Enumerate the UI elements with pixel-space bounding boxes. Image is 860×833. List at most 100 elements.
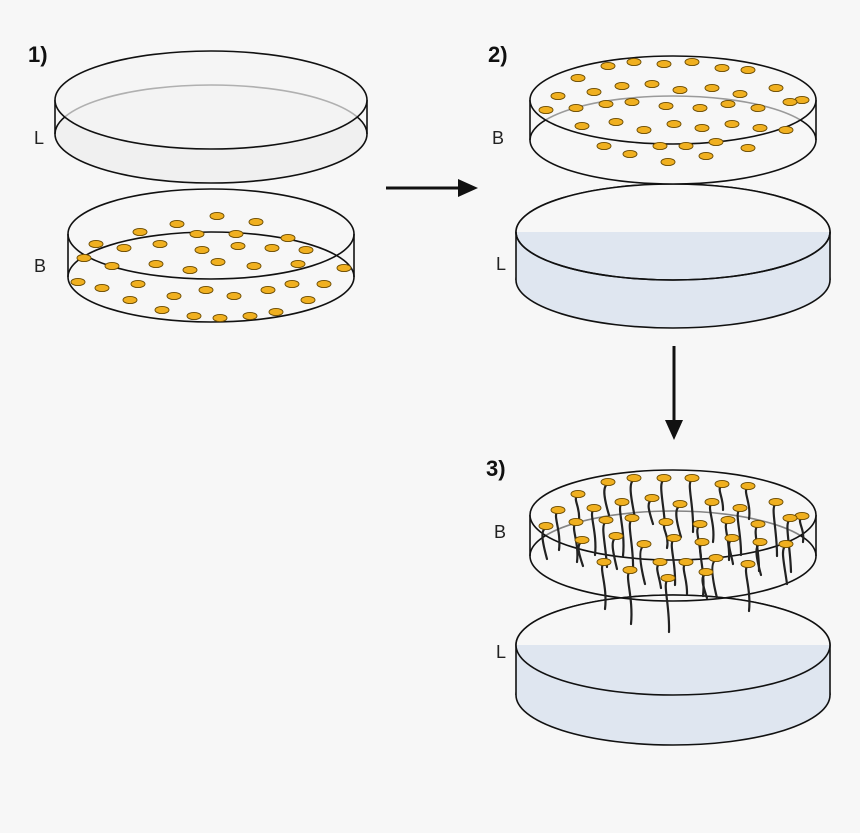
seed-icon bbox=[148, 259, 164, 269]
seed-icon bbox=[672, 85, 688, 95]
step-2-seeds bbox=[538, 57, 810, 167]
seed-icon bbox=[750, 103, 766, 113]
seed-icon bbox=[658, 101, 674, 111]
step-3-base-label: B bbox=[494, 522, 506, 542]
step-3-lid-label: L bbox=[496, 642, 506, 662]
seed-icon bbox=[290, 259, 306, 269]
seed-icon bbox=[209, 211, 225, 221]
seed-icon bbox=[652, 557, 668, 567]
root-icon bbox=[656, 562, 663, 590]
seed-icon bbox=[658, 517, 674, 527]
step-1-base-label: B bbox=[34, 256, 46, 276]
seed-icon bbox=[596, 557, 612, 567]
seed-icon bbox=[316, 279, 332, 289]
seed-icon bbox=[586, 503, 602, 513]
seed-icon bbox=[228, 229, 244, 239]
seed-icon bbox=[154, 305, 170, 315]
seed-icon bbox=[698, 151, 714, 161]
seed-icon bbox=[714, 479, 730, 489]
step-1-seeds bbox=[70, 211, 352, 323]
seed-icon bbox=[644, 79, 660, 89]
seed-icon bbox=[194, 245, 210, 255]
seed-icon bbox=[624, 97, 640, 107]
seed-icon bbox=[230, 241, 246, 251]
seed-icon bbox=[608, 531, 624, 541]
seed-icon bbox=[752, 123, 768, 133]
seed-icon bbox=[598, 515, 614, 525]
seed-icon bbox=[570, 489, 586, 499]
seed-icon bbox=[782, 513, 798, 523]
seed-icon bbox=[652, 141, 668, 151]
seed-icon bbox=[264, 243, 280, 253]
root-icon bbox=[711, 558, 719, 600]
seed-icon bbox=[622, 149, 638, 159]
seed-icon bbox=[692, 519, 708, 529]
seed-icon bbox=[574, 121, 590, 131]
seed-icon bbox=[130, 279, 146, 289]
seed-icon bbox=[550, 505, 566, 515]
step-3-seeds bbox=[538, 473, 810, 583]
seed-icon bbox=[740, 65, 756, 75]
seed-icon bbox=[574, 535, 590, 545]
seed-icon bbox=[708, 137, 724, 147]
seed-icon bbox=[122, 295, 138, 305]
seed-icon bbox=[210, 257, 226, 267]
seed-icon bbox=[76, 253, 92, 263]
seed-icon bbox=[768, 497, 784, 507]
seed-icon bbox=[246, 261, 262, 271]
seed-icon bbox=[586, 87, 602, 97]
seed-icon bbox=[624, 513, 640, 523]
seed-icon bbox=[614, 497, 630, 507]
seed-icon bbox=[248, 217, 264, 227]
seed-icon bbox=[720, 515, 736, 525]
seed-icon bbox=[568, 103, 584, 113]
seed-icon bbox=[732, 89, 748, 99]
seed-icon bbox=[678, 141, 694, 151]
seed-icon bbox=[186, 311, 202, 321]
seed-icon bbox=[660, 157, 676, 167]
seed-icon bbox=[189, 229, 205, 239]
seed-icon bbox=[336, 263, 352, 273]
seed-icon bbox=[94, 283, 110, 293]
arrow-right-icon bbox=[386, 179, 478, 197]
seed-icon bbox=[104, 261, 120, 271]
seed-icon bbox=[212, 313, 228, 323]
seed-icon bbox=[626, 473, 642, 483]
seed-icon bbox=[198, 285, 214, 295]
root-icon bbox=[682, 562, 689, 597]
seed-icon bbox=[132, 227, 148, 237]
step-1-lid bbox=[54, 50, 368, 184]
seed-icon bbox=[740, 481, 756, 491]
seed-icon bbox=[152, 239, 168, 249]
seed-icon bbox=[70, 277, 86, 287]
seed-icon bbox=[750, 519, 766, 529]
seed-icon bbox=[724, 533, 740, 543]
seed-icon bbox=[778, 539, 794, 549]
seed-icon bbox=[636, 125, 652, 135]
seed-icon bbox=[608, 117, 624, 127]
seed-icon bbox=[694, 123, 710, 133]
step-3-number: 3) bbox=[486, 456, 506, 481]
seed-icon bbox=[626, 57, 642, 67]
seed-icon bbox=[752, 537, 768, 547]
seed-icon bbox=[740, 143, 756, 153]
step-2-number: 2) bbox=[488, 42, 508, 67]
seed-icon bbox=[268, 307, 284, 317]
seed-icon bbox=[656, 473, 672, 483]
seed-icon bbox=[260, 285, 276, 295]
step-2-lid-label: L bbox=[496, 254, 506, 274]
seed-icon bbox=[644, 493, 660, 503]
step-2-lid-dish bbox=[515, 183, 831, 329]
seed-icon bbox=[684, 57, 700, 67]
arrow-down-icon bbox=[665, 346, 683, 440]
seed-icon bbox=[226, 291, 242, 301]
seed-icon bbox=[732, 503, 748, 513]
step-2-base-label: B bbox=[492, 128, 504, 148]
seed-icon bbox=[656, 59, 672, 69]
seed-icon bbox=[242, 311, 258, 321]
step-1-lid-label: L bbox=[34, 128, 44, 148]
seed-icon bbox=[600, 61, 616, 71]
seed-icon bbox=[182, 265, 198, 275]
